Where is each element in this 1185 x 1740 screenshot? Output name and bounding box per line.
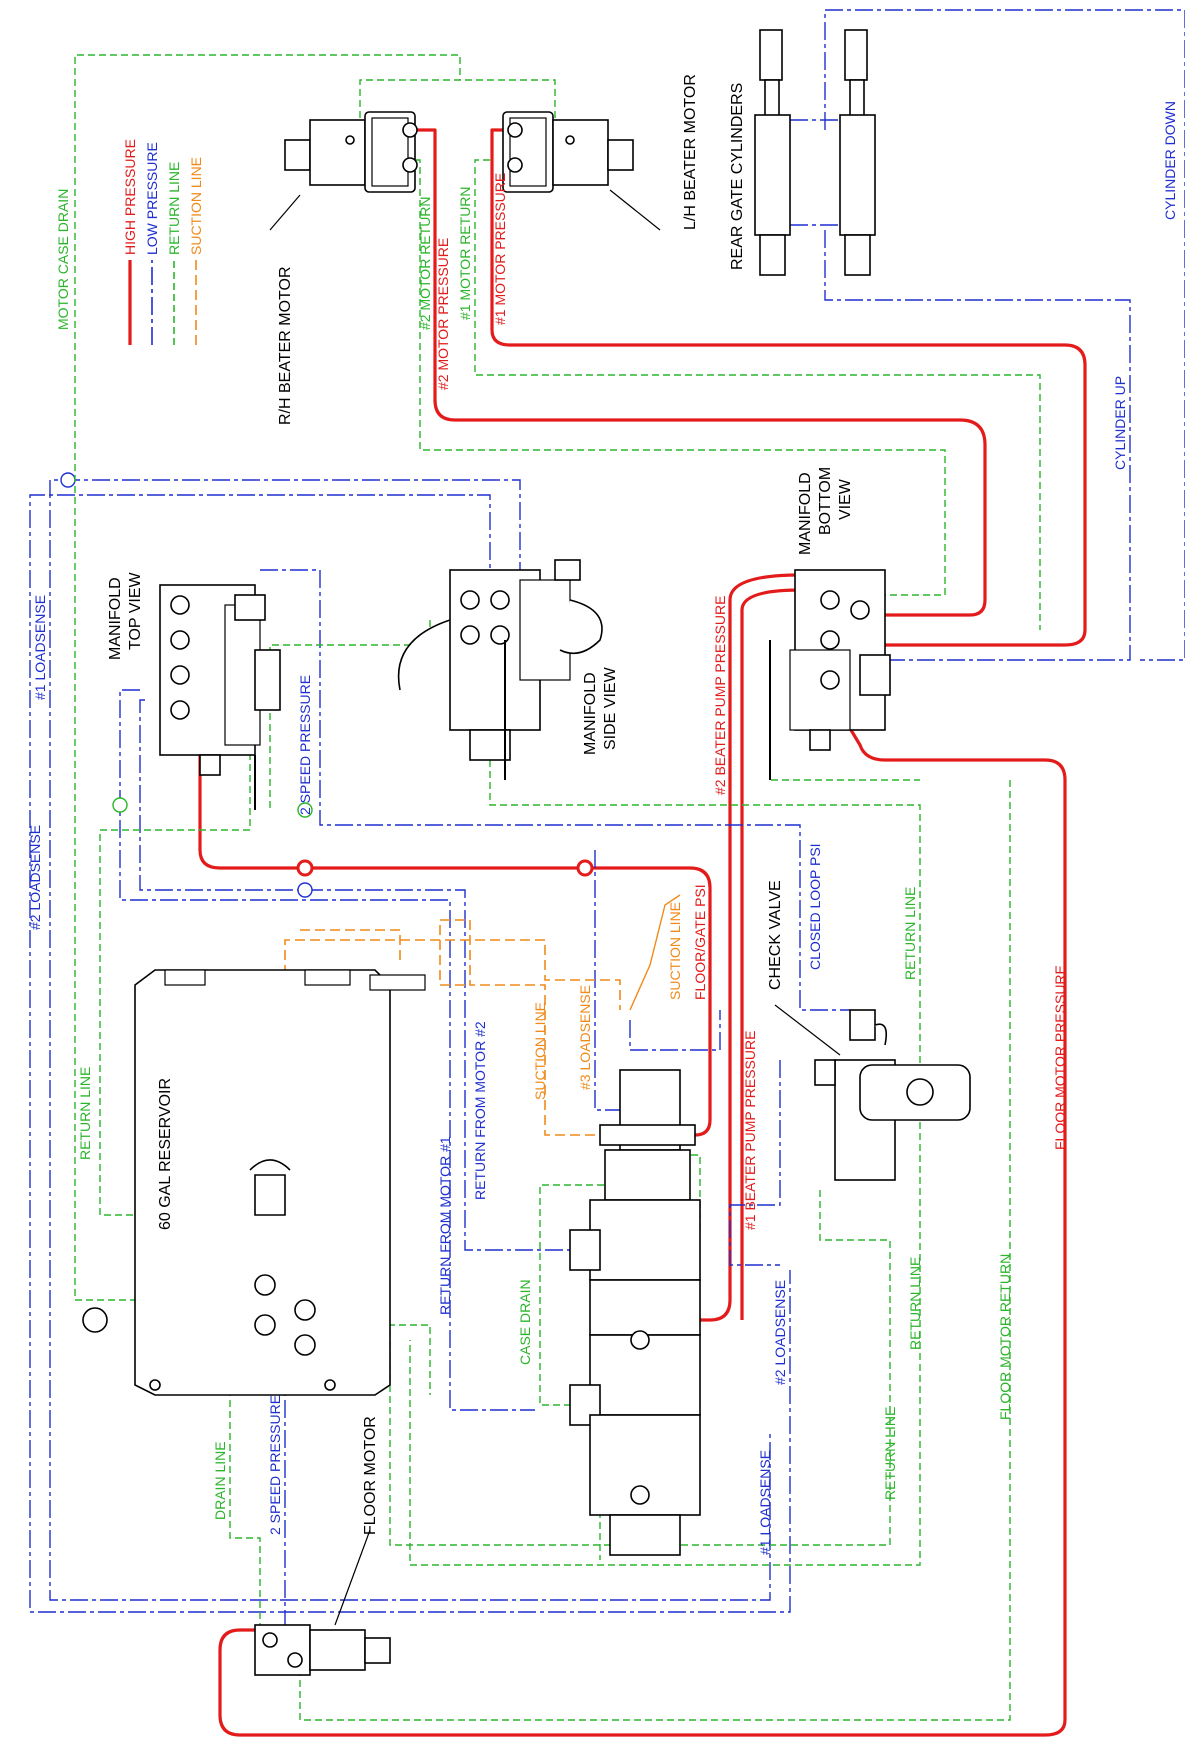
label-manifold-side-line1: MANIFOLD: [582, 672, 599, 755]
manifold-top-view: [159, 584, 281, 810]
label-lh-beater-motor: L/H BEATER MOTOR: [682, 74, 699, 230]
rh-beater-motor: [269, 111, 418, 231]
lp-check-valve: [729, 1060, 781, 1266]
label-check-valve: CHECK VALVE: [767, 880, 784, 990]
lp-hop-1: [60, 472, 76, 488]
rl-return-line-low: [300, 1324, 431, 1395]
lbl-motor1-pressure: #1 MOTOR PRESSURE: [492, 173, 508, 325]
hp-motor2-pressure: [410, 128, 987, 617]
label-floor-motor: FLOOR MOTOR: [362, 1416, 379, 1535]
rear-gate-cylinders: [754, 29, 876, 276]
lbl-motor2-pressure: #2 MOTOR PRESSURE: [435, 238, 451, 390]
low-pressure-lines: [29, 9, 1185, 1645]
check-valve: [774, 1004, 971, 1181]
hp-beater1-pump: [740, 588, 801, 1320]
rl-motor-case-drain-2: [460, 79, 556, 140]
lbl-floor-gate-psi: FLOOR/GATE PSI: [692, 884, 708, 1000]
label-manifold-bottom-line2: BOTTOM: [817, 467, 834, 535]
lbl-2speed-pressure-low: 2 SPEED PRESSURE: [267, 1395, 283, 1535]
legend-label-suction-line: SUCTION LINE: [188, 157, 204, 255]
lbl-beater1-pump-pressure: #1 BEATER PUMP PRESSURE: [742, 1031, 758, 1230]
lbl-drain-line: DRAIN LINE: [212, 1441, 228, 1520]
lp-2speed-pressure: [260, 569, 850, 1011]
lh-beater-motor: [502, 111, 661, 231]
legend-label-low-pressure: LOW PRESSURE: [144, 142, 160, 255]
lbl-motor-case-drain: MOTOR CASE DRAIN: [55, 189, 71, 330]
rl-manifold-side-bottom: [409, 760, 921, 1566]
hp-hop-2: [576, 859, 594, 877]
sl-suction-2: [439, 919, 610, 1136]
lbl-2speed-pressure-top: 2 SPEED PRESSURE: [297, 675, 313, 815]
label-manifold-bottom-line1: MANIFOLD: [797, 472, 814, 555]
label-rear-gate-cylinders: REAR GATE CYLINDERS: [729, 83, 746, 270]
lbl-loadsense2-mid: #2 LOADSENSE: [772, 1280, 788, 1385]
floor-motor: [254, 1529, 391, 1676]
lbl-return-line-mid: RETURN LINE: [907, 1257, 923, 1350]
lbl-case-drain: CASE DRAIN: [517, 1279, 533, 1365]
label-manifold-side-line2: SIDE VIEW: [602, 666, 619, 750]
hp-manifold-to-pump: [198, 715, 712, 1137]
legend-label-high-pressure: HIGH PRESSURE: [122, 139, 138, 255]
lp-floor-to-pump: [629, 1010, 721, 1051]
rl-floor-motor-return: [299, 780, 1011, 1721]
lbl-closed-loop-psi: CLOSED LOOP PSI: [807, 843, 823, 970]
lbl-suction-line-mid: SUCTION LINE: [532, 1002, 548, 1100]
lbl-return-from-motor2: RETURN FROM MOTOR #2: [472, 1021, 488, 1200]
label-rh-beater-motor: R/H BEATER MOTOR: [277, 266, 294, 425]
rl-motor2-return: [405, 159, 946, 596]
reservoir-60-gal: [82, 969, 426, 1396]
rl-motor-case-drain: [74, 54, 461, 1301]
suction-lines: [284, 894, 681, 1136]
hp-beater2-pump: [700, 573, 801, 1322]
rl-hop-1: [297, 802, 313, 818]
lbl-return-line-left: RETURN LINE: [77, 1067, 93, 1160]
lp-hop-2: [297, 882, 313, 898]
high-pressure-lines: [198, 128, 1087, 1737]
label-manifold-top-line2: TOP VIEW: [127, 571, 144, 650]
label-manifold-bottom-line3: VIEW: [837, 478, 854, 520]
legend: HIGH PRESSURE LOW PRESSURE RETURN LINE S…: [122, 139, 204, 345]
rl-motor1-return: [474, 159, 1041, 630]
lbl-beater2-pump-pressure: #2 BEATER PUMP PRESSURE: [712, 596, 728, 795]
lbl-return-line-low: RETURN LINE: [882, 1407, 898, 1500]
lbl-floor-motor-pressure: FLOOR MOTOR PRESSURE: [1052, 965, 1068, 1150]
rl-hop-2: [112, 797, 128, 813]
lp-loadsense2: [29, 494, 791, 1613]
lbl-cylinder-down: CYLINDER DOWN: [1162, 101, 1178, 220]
hp-motor1-pressure: [490, 128, 1087, 647]
hp-hop-1: [296, 859, 314, 877]
lp-cylinder-down: [824, 9, 1185, 130]
sl-suction-pointer: [629, 894, 681, 1011]
lbl-loadsense1-left: #1 LOADSENSE: [32, 595, 48, 700]
rl-case-drain: [539, 1184, 670, 1406]
label-manifold-top-line1: MANIFOLD: [107, 577, 124, 660]
lbl-return-from-motor1: RETURN FROM MOTOR #1: [437, 1136, 453, 1315]
lbl-loadsense3: #3 LOADSENSE: [577, 985, 593, 1090]
sl-suction-1: [284, 939, 621, 1010]
manifold-bottom-view: [769, 569, 891, 780]
lbl-floor-motor-return: FLOOR MOTOR RETURN: [997, 1254, 1013, 1420]
label-reservoir: 60 GAL RESERVOIR: [157, 1078, 174, 1230]
sl-suction-3: [300, 929, 401, 960]
lp-return-motor1: [119, 689, 535, 1411]
lbl-loadsense2-left: #2 LOADSENSE: [27, 825, 43, 930]
lp-3-loadsense: [594, 850, 630, 1111]
rl-return-line-mid: [389, 1190, 891, 1546]
rl-return-line-right: [769, 770, 920, 781]
lbl-suction-line-top: SUCTION LINE: [667, 902, 683, 1000]
lbl-loadsense1-mid: #1 LOADSENSE: [757, 1450, 773, 1555]
lbl-motor2-return: #2 MOTOR RETURN: [417, 196, 433, 330]
lbl-cylinder-up: CYLINDER UP: [1112, 376, 1128, 470]
lp-cylinder-up: [824, 230, 1131, 661]
lp-return-motor2: [139, 699, 575, 1251]
lp-loadsense1: [49, 479, 771, 1601]
hp-floor-motor-pressure: [218, 719, 1067, 1737]
manifold-side-view: [397, 559, 603, 780]
lbl-return-line-right: RETURN LINE: [902, 887, 918, 980]
legend-label-return-line: RETURN LINE: [166, 162, 182, 255]
pump-assembly: [569, 1069, 701, 1556]
lbl-motor1-return: #1 MOTOR RETURN: [457, 186, 473, 320]
